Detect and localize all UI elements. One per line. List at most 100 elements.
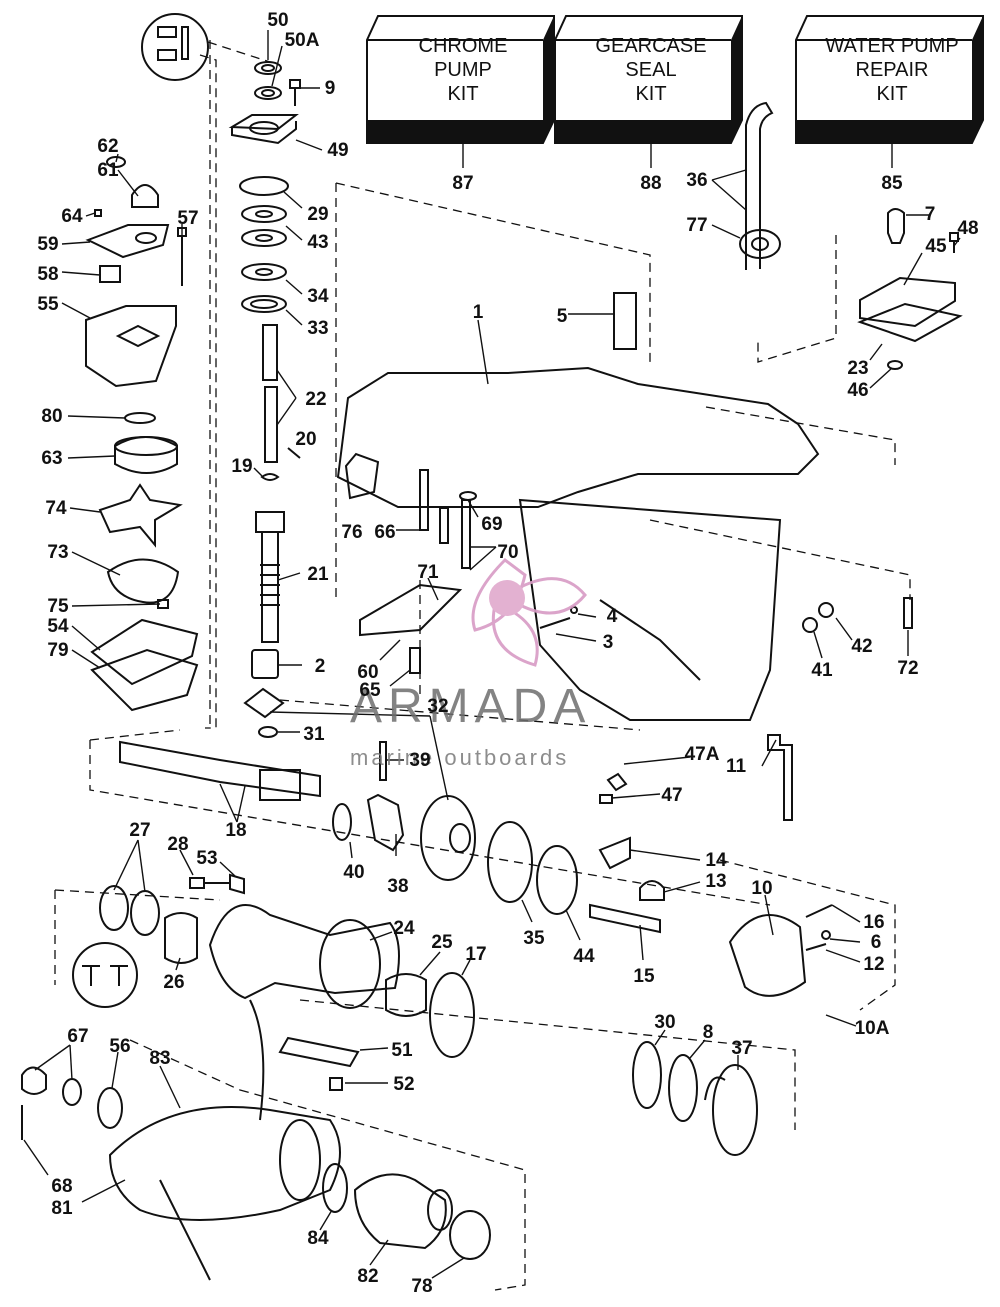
part-callout: 84	[307, 1228, 329, 1249]
part-callout: 36	[686, 170, 707, 191]
part-callout: 61	[97, 160, 119, 181]
part-callout: 34	[307, 286, 329, 307]
part-callout: 51	[391, 1040, 413, 1061]
kit-line: REPAIR	[856, 59, 929, 81]
part-callout: 83	[149, 1048, 170, 1069]
part-callout: 26	[163, 972, 184, 993]
part-callout: 35	[523, 928, 545, 949]
part-callout: 37	[731, 1038, 752, 1059]
part-callout: 2	[315, 656, 326, 677]
kit-number: 85	[881, 173, 903, 194]
part-callout: 47	[661, 785, 682, 806]
part-callout: 31	[303, 724, 325, 745]
kit-line: KIT	[876, 83, 907, 105]
part-callout: 4	[607, 606, 618, 627]
kit-line: WATER PUMP	[825, 35, 958, 57]
kit-line: SEAL	[625, 59, 676, 81]
part-callout: 62	[97, 136, 118, 157]
part-callout: 13	[705, 871, 726, 892]
part-callout: 8	[703, 1022, 714, 1043]
part-callout: 14	[705, 850, 727, 871]
watermark-tagline: marine outboards	[350, 745, 569, 770]
kit-number: 87	[452, 173, 473, 194]
part-callout: 6	[871, 932, 882, 953]
part-callout: 65	[359, 680, 381, 701]
part-callout: 50	[267, 10, 288, 31]
part-callout: 82	[357, 1266, 378, 1287]
kit-box-water-pump-repair: WATER PUMP REPAIR KIT 85	[795, 15, 984, 194]
part-callout: 40	[343, 862, 364, 883]
part-callout: 74	[45, 498, 67, 519]
part-callout: 10	[751, 878, 772, 899]
part-callout: 79	[47, 640, 68, 661]
part-callout: 53	[196, 848, 217, 869]
part-callout: 64	[61, 206, 83, 227]
part-callout: 81	[51, 1198, 73, 1219]
kit-number: 88	[640, 173, 661, 194]
part-callout: 9	[325, 78, 336, 99]
part-callout: 29	[307, 204, 328, 225]
part-callout: 46	[847, 380, 868, 401]
part-callout: 23	[847, 358, 868, 379]
part-callout: 11	[726, 756, 747, 777]
part-callout: 58	[37, 264, 58, 285]
part-callout: 71	[417, 562, 439, 583]
part-callout: 49	[327, 140, 348, 161]
part-callout: 27	[129, 820, 150, 841]
part-callout: 41	[811, 660, 833, 681]
part-callout: 45	[925, 236, 947, 257]
part-callout: 18	[225, 820, 246, 841]
part-callout: 55	[37, 294, 59, 315]
part-callout: 50A	[285, 30, 320, 51]
part-callout: 17	[465, 944, 486, 965]
part-callout: 15	[633, 966, 655, 987]
part-callout: 10A	[855, 1018, 890, 1039]
part-callout: 75	[47, 596, 69, 617]
watermark-brand: ARMADA	[350, 680, 591, 733]
part-callout: 59	[37, 234, 58, 255]
part-callout: 72	[897, 658, 918, 679]
part-callout: 33	[307, 318, 328, 339]
part-callout: 48	[957, 218, 978, 239]
part-callout: 54	[47, 616, 69, 637]
part-callout: 7	[925, 204, 936, 225]
part-callout: 20	[295, 429, 316, 450]
part-callout: 73	[47, 542, 68, 563]
part-callout: 67	[67, 1026, 88, 1047]
assembly-dashed-lines	[54, 40, 911, 1291]
part-callout: 30	[654, 1012, 675, 1033]
part-callout: 43	[307, 232, 328, 253]
part-callout: 63	[41, 448, 62, 469]
part-callout: 47A	[685, 744, 720, 765]
part-callout: 80	[41, 406, 62, 427]
part-callout: 60	[357, 662, 378, 683]
part-callout: 19	[231, 456, 252, 477]
kit-line: KIT	[447, 83, 478, 105]
kit-line: PUMP	[434, 59, 492, 81]
parts-artwork	[21, 13, 963, 1281]
part-callout: 24	[393, 918, 415, 939]
part-callout: 68	[51, 1176, 72, 1197]
part-callout: 70	[497, 542, 518, 563]
part-callout: 57	[177, 208, 198, 229]
part-callout: 39	[409, 750, 430, 771]
part-callout: 1	[473, 302, 484, 323]
part-callout: 77	[686, 215, 707, 236]
part-callout: 44	[573, 946, 595, 967]
part-callout: 12	[863, 954, 884, 975]
part-callout: 56	[109, 1036, 130, 1057]
part-callout: 78	[411, 1276, 432, 1297]
part-callout: 28	[167, 834, 188, 855]
kit-line: GEARCASE	[595, 35, 706, 57]
kit-box-chrome-pump: CHROME PUMP KIT 87	[366, 15, 555, 194]
part-callout: 3	[603, 632, 614, 653]
kit-box-gearcase-seal: GEARCASE SEAL KIT 88	[554, 15, 743, 194]
kit-line: CHROME	[419, 35, 508, 57]
part-callout: 42	[851, 636, 872, 657]
watermark-logo	[471, 558, 587, 667]
part-callout: 66	[374, 522, 395, 543]
part-callout: 16	[863, 912, 884, 933]
part-callout: 5	[557, 306, 568, 327]
